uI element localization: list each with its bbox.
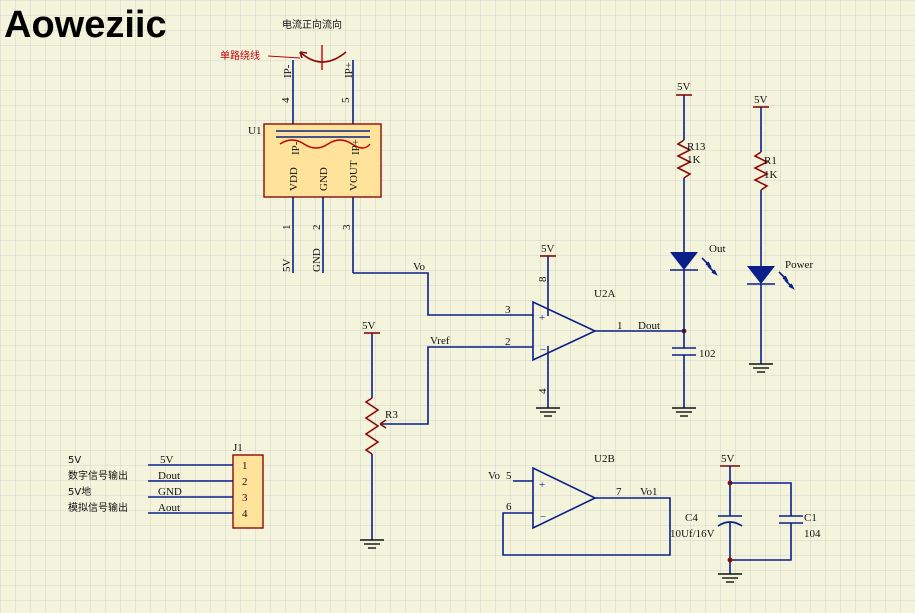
j1-net-2: Dout [158, 470, 180, 482]
j1-ref-label: J1 [233, 442, 243, 454]
j1-net-4: Aout [158, 502, 180, 514]
u1-gnd-net-label: GND [311, 248, 323, 272]
c4-supply-label: 5V [721, 453, 735, 465]
cap-102-label: 102 [699, 348, 716, 360]
j1-row-1: 5V 5V 1 [68, 454, 248, 472]
vo-net-wire [353, 272, 533, 316]
j1-net-3: GND [158, 486, 182, 498]
r13-resistor [676, 139, 692, 179]
j1-pin-4: 4 [242, 508, 248, 520]
j1-desc-2: 数字信号输出 [68, 469, 128, 482]
r1-ref-label: R1 [764, 155, 777, 167]
r1-value-label: 1K [764, 169, 778, 181]
j1-desc-3: 5V地 [68, 485, 91, 498]
u2b-pin5-number: 5 [506, 470, 512, 482]
r13-supply-label: 5V [677, 81, 691, 93]
u2a-minus-sign: − [540, 344, 546, 356]
out-led-light-icon [701, 257, 718, 276]
c1-top-wire [730, 482, 792, 516]
j1-desc-1: 5V [68, 455, 81, 466]
u1-ip-plus-inner-label: IP+ [350, 139, 362, 155]
single-wire-pointer [267, 55, 301, 59]
r1-supply-label: 5V [754, 94, 768, 106]
u1-pin2-number: 2 [311, 225, 323, 231]
vref-net-wire [380, 346, 533, 425]
r3-resistor [364, 397, 380, 455]
u2b-vo-input-label: Vo [488, 470, 501, 482]
u1-pin5-number: 5 [340, 97, 352, 103]
r3-wiper-arrow-icon [379, 419, 387, 429]
u2b-plus-sign: + [539, 479, 545, 491]
single-wire-label: 单路绕线 [220, 49, 260, 62]
u2a-pin1-number: 1 [617, 320, 623, 332]
u2a-ref-label: U2A [594, 288, 615, 300]
u2a-pin4-number: 4 [537, 388, 549, 394]
dout-net-label: Dout [638, 320, 660, 332]
brand-logo-text: Aoweziic [4, 4, 167, 46]
out-led-diode-icon [670, 252, 698, 270]
u2a-opamp-symbol [532, 300, 597, 362]
u2a-pin8-number: 8 [537, 276, 549, 282]
u1-vout-label: VOUT [348, 160, 360, 191]
u1-pin1-number: 1 [281, 225, 293, 231]
u1-5v-net-label: 5V [281, 259, 293, 273]
u1-ip-minus-inner-label: IP- [290, 141, 302, 155]
j1-net-1: 5V [160, 454, 174, 466]
j1-row-3: 5V地 GND 3 [68, 485, 248, 504]
vo-net-label: Vo [413, 261, 426, 273]
j1-pin-3: 3 [242, 492, 248, 504]
vref-net-label: Vref [430, 335, 450, 347]
j1-row-2: 数字信号输出 Dout 2 [68, 469, 248, 488]
u2a-plus-sign: + [539, 312, 545, 324]
j1-pin-1: 1 [242, 460, 248, 472]
u1-vdd-label: VDD [288, 167, 300, 191]
current-direction-label: 电流正向流向 [282, 18, 342, 31]
u1-ref-label: U1 [248, 125, 261, 137]
j1-pin-2: 2 [242, 476, 248, 488]
out-led-label: Out [709, 243, 726, 255]
j1-row-4: 模拟信号输出 Aout 4 [68, 501, 248, 520]
r1-resistor [753, 151, 769, 191]
c4-value-label: 10Uf/16V [670, 528, 715, 540]
u2b-feedback-wire [502, 497, 671, 556]
u2b-pin6-number: 6 [506, 501, 512, 513]
current-arrow-icon [299, 51, 308, 59]
power-led-light-icon [778, 271, 795, 290]
j1-desc-4: 模拟信号输出 [68, 501, 128, 514]
u2b-pin7-number: 7 [616, 486, 622, 498]
r3-supply-label: 5V [362, 320, 376, 332]
u2a-supply-label: 5V [541, 243, 555, 255]
u1-ip-minus-label: IP- [282, 64, 294, 78]
c1-ref-label: C1 [804, 512, 817, 524]
c4-ref-label: C4 [685, 512, 698, 524]
u2b-ref-label: U2B [594, 453, 615, 465]
u1-ip-plus-label: IP+ [343, 62, 355, 78]
u2a-pin2-number: 2 [505, 336, 511, 348]
r3-ref-label: R3 [385, 409, 398, 421]
u2a-pin3-number: 3 [505, 304, 511, 316]
vo1-net-label: Vo1 [640, 486, 658, 498]
u1-gnd-label: GND [318, 167, 330, 191]
power-led-diode-icon [747, 266, 775, 284]
u1-coil-wave [279, 139, 371, 149]
cap-ground-junction-dot [727, 557, 733, 563]
c1-value-label: 104 [804, 528, 821, 540]
c1-bottom-wire [730, 523, 792, 561]
u1-pin4-number: 4 [280, 97, 292, 103]
j1-body [232, 454, 264, 529]
r13-value-label: 1K [687, 154, 701, 166]
u2b-minus-sign: − [540, 511, 546, 523]
r13-ref-label: R13 [687, 141, 706, 153]
u2b-opamp-symbol [532, 466, 597, 530]
u1-pin3-number: 3 [341, 224, 353, 230]
power-led-label: Power [785, 259, 813, 271]
